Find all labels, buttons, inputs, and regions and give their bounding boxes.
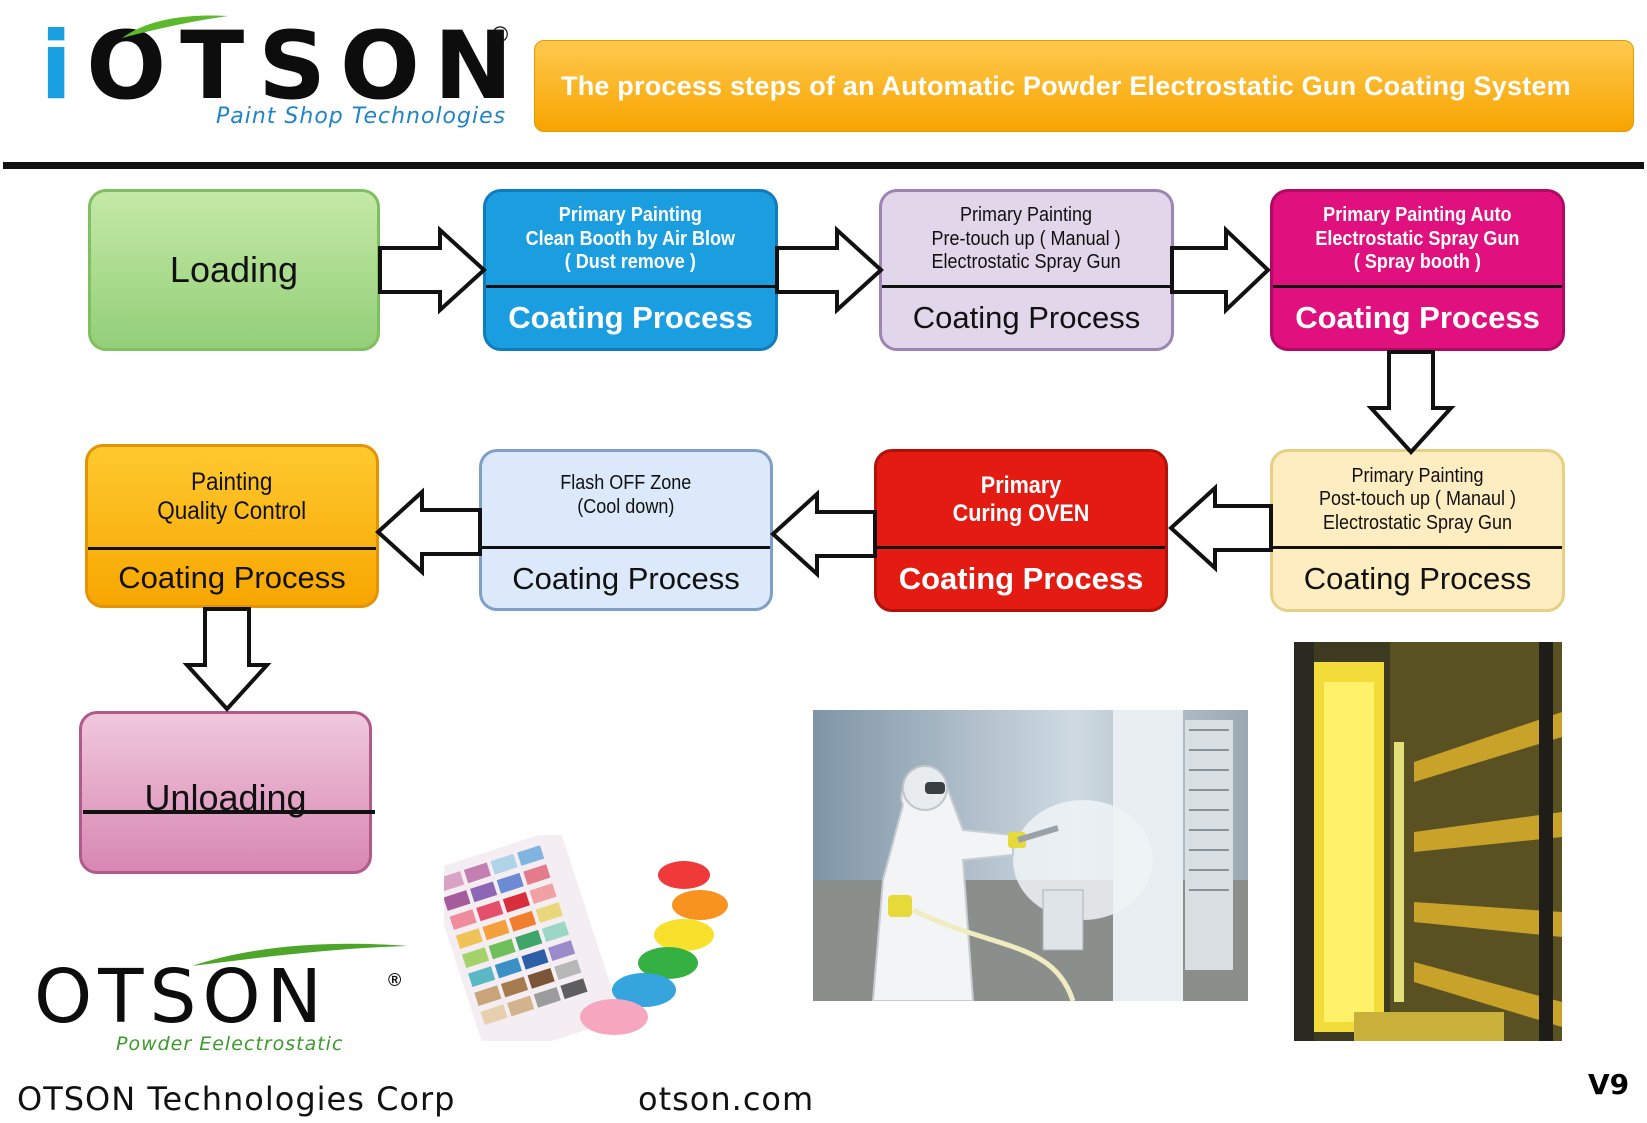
step-divider bbox=[1273, 546, 1562, 549]
arrow-left-icon bbox=[770, 489, 877, 579]
step-line-2: Quality Control bbox=[157, 497, 307, 525]
step-line-2: Pre-touch up ( Manual ) bbox=[931, 227, 1122, 250]
step-label: Loading bbox=[169, 249, 299, 290]
step-line-2: Clean Booth by Air Blow bbox=[525, 227, 736, 250]
arrow-down-icon bbox=[1366, 350, 1456, 455]
step-divider bbox=[1273, 285, 1562, 288]
leaf-swoosh-icon bbox=[192, 943, 408, 966]
header-divider bbox=[3, 162, 1644, 169]
logo-tagline: Paint Shop Technologies bbox=[216, 104, 507, 129]
step-line-1: Primary Painting Auto bbox=[1323, 204, 1512, 227]
step-unloading: Unloading bbox=[79, 711, 372, 874]
arrow-right-icon bbox=[775, 225, 884, 315]
step-post-touch: Primary Painting Post-touch up ( Manaul … bbox=[1270, 449, 1565, 612]
arrow-left-icon bbox=[1168, 483, 1273, 573]
step-line-1: Primary bbox=[980, 471, 1062, 499]
arrow-right-icon bbox=[378, 225, 487, 315]
step-process: Coating Process bbox=[512, 560, 740, 596]
step-divider bbox=[482, 546, 770, 549]
powder-color-swatches-image bbox=[444, 835, 740, 1041]
step-divider bbox=[88, 547, 376, 550]
step-flash-off: Flash OFF Zone (Cool down) Coating Proce… bbox=[479, 449, 773, 611]
leaf-swoosh-icon bbox=[122, 15, 228, 38]
step-line-2: Electrostatic Spray Gun bbox=[1315, 227, 1520, 250]
step-process: Coating Process bbox=[912, 300, 1141, 335]
otson-logo: OTSON bbox=[34, 954, 329, 1040]
step-line-3: ( Dust remove ) bbox=[564, 251, 697, 274]
website-link[interactable]: otson.com bbox=[638, 1080, 815, 1118]
registered-mark: ® bbox=[388, 970, 402, 990]
step-line-1: Painting bbox=[191, 467, 273, 496]
step-divider bbox=[882, 285, 1171, 288]
step-air-blow: Primary Painting Clean Booth by Air Blow… bbox=[483, 189, 778, 351]
page-title: The process steps of an Automatic Powder… bbox=[561, 70, 1571, 101]
step-line-1: Flash OFF Zone bbox=[560, 472, 692, 494]
version-label: V9 bbox=[1588, 1068, 1630, 1101]
title-banner: The process steps of an Automatic Powder… bbox=[534, 40, 1634, 132]
unloading-underline bbox=[83, 810, 375, 814]
step-process: Coating Process bbox=[898, 561, 1144, 596]
arrow-left-icon bbox=[375, 487, 482, 577]
step-label: Unloading bbox=[144, 776, 307, 818]
step-process: Coating Process bbox=[1295, 300, 1540, 335]
step-divider bbox=[877, 546, 1165, 549]
iotson-logo: iOTSON bbox=[40, 12, 527, 121]
step-line-3: Electrostatic Spray Gun bbox=[931, 251, 1122, 274]
step-process: Coating Process bbox=[1303, 561, 1532, 596]
step-line-2: Curing OVEN bbox=[952, 500, 1090, 527]
step-line-3: Electrostatic Spray Gun bbox=[1322, 511, 1513, 534]
registered-mark: ® bbox=[492, 22, 509, 47]
step-auto-gun: Primary Painting Auto Electrostatic Spra… bbox=[1270, 189, 1565, 351]
step-process: Coating Process bbox=[118, 559, 346, 595]
step-line-3: ( Spray booth ) bbox=[1353, 251, 1481, 274]
step-curing-oven: Primary Curing OVEN Coating Process bbox=[874, 449, 1168, 612]
step-process: Coating Process bbox=[508, 300, 753, 335]
company-name: OTSON Technologies Corp bbox=[17, 1080, 456, 1118]
step-quality-control: Painting Quality Control Coating Process bbox=[85, 444, 379, 608]
arrow-right-icon bbox=[1170, 225, 1271, 315]
step-line-2: (Cool down) bbox=[577, 495, 675, 518]
step-line-1: Primary Painting bbox=[1351, 464, 1484, 487]
step-line-2: Post-touch up ( Manaul ) bbox=[1318, 488, 1517, 511]
step-line-1: Primary Painting bbox=[558, 204, 703, 227]
step-line-1: Primary Painting bbox=[960, 204, 1093, 227]
step-loading: Loading bbox=[88, 189, 380, 351]
step-divider bbox=[486, 285, 775, 288]
logo-tagline: Powder Eelectrostatic bbox=[116, 1033, 344, 1055]
spray-booth-photo bbox=[1294, 642, 1562, 1041]
arrow-down-icon bbox=[182, 607, 272, 712]
step-pre-touch: Primary Painting Pre-touch up ( Manual )… bbox=[879, 189, 1174, 351]
spray-worker-photo bbox=[813, 710, 1248, 1001]
